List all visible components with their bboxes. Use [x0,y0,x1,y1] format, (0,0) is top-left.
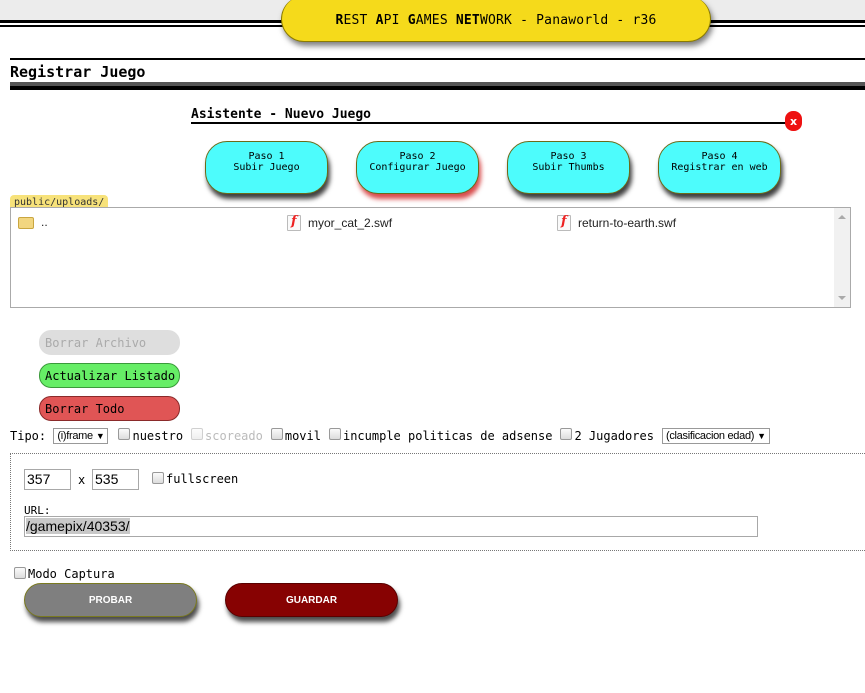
width-input[interactable]: 357 [24,469,71,490]
capture-mode-label: Modo Captura [28,567,115,581]
step-number: Paso 3 [550,151,587,162]
app-banner: REST API GAMES NETWORK - Panaworld - r36 [281,0,711,42]
options-row: Tipo: (i)frame▼ nuestro scoreado movil i… [10,427,780,445]
step-label: Registrar en web [671,162,768,173]
file-item-parent[interactable]: .. [18,215,48,229]
step-number: Paso 1 [248,151,285,162]
fullscreen-label: fullscreen [166,472,239,486]
two-players-checkbox[interactable] [560,428,573,440]
incumple-label: incumple politicas de adsense [342,429,553,443]
delete-file-button[interactable]: Borrar Archivo [39,330,180,355]
nuestro-label: nuestro [132,429,184,443]
step-number: Paso 2 [399,151,436,162]
wizard-step-2[interactable]: Paso 2 Configurar Juego [356,141,479,194]
scoreado-checkbox [191,428,204,440]
incumple-checkbox[interactable] [328,428,341,440]
wizard-step-1[interactable]: Paso 1 Subir Juego [205,141,328,194]
tipo-value: (i)frame [57,430,93,442]
movil-label: movil [284,429,321,443]
age-rating-value: (clasificacion edad) [665,430,755,442]
close-wizard-button[interactable]: x [785,111,802,131]
url-input[interactable]: /gamepix/40353/ [24,516,758,537]
scroll-up-icon[interactable] [838,215,846,219]
file-item[interactable]: myor_cat_2.swf [287,214,393,231]
tipo-label: Tipo: [10,429,47,443]
file-browser: .. myor_cat_2.swf return-to-earth.swf [10,207,851,308]
file-name: myor_cat_2.swf [308,216,393,230]
wizard-title: Asistente - Nuevo Juego [191,107,372,122]
step-label: Subir Juego [233,162,300,173]
two-players-label: 2 Jugadores [574,429,654,443]
fullscreen-option: fullscreen [152,471,239,486]
times-label: x [78,473,86,487]
step-label: Subir Thumbs [532,162,605,173]
capture-mode-checkbox[interactable] [14,566,26,579]
wizard-step-3[interactable]: Paso 3 Subir Thumbs [507,141,630,194]
scrollbar[interactable] [834,208,850,307]
dimensions-panel: 357 x 535 fullscreen URL: /gamepix/40353… [10,453,865,551]
section-divider [10,82,865,86]
file-name: .. [41,215,48,229]
step-number: Paso 4 [701,151,738,162]
current-path: public/uploads/ [10,195,109,210]
scroll-down-icon[interactable] [838,296,846,300]
dropdown-arrow-icon: ▼ [757,431,766,441]
test-button[interactable]: PROBAR [24,583,197,617]
tipo-select[interactable]: (i)frame▼ [53,428,109,444]
save-button[interactable]: GUARDAR [225,583,398,617]
scoreado-label: scoreado [205,429,263,443]
file-item[interactable]: return-to-earth.swf [557,214,677,231]
refresh-list-button[interactable]: Actualizar Listado [39,363,180,388]
fullscreen-checkbox[interactable] [152,471,164,484]
close-icon: x [789,114,798,128]
banner-title: REST API GAMES NETWORK - Panaworld - r36 [335,13,657,28]
movil-checkbox[interactable] [270,428,283,440]
file-name: return-to-earth.swf [578,216,677,230]
section-divider [10,58,865,60]
capture-mode-option: Modo Captura [14,566,115,581]
folder-icon [18,217,34,229]
page-title: Registrar Juego [10,63,146,81]
url-value: /gamepix/40353/ [26,518,130,534]
url-label: URL: [24,504,51,517]
flash-file-icon [287,214,301,231]
flash-file-icon [557,214,571,231]
step-label: Configurar Juego [369,162,466,173]
section-divider [10,86,865,90]
delete-all-button[interactable]: Borrar Todo [39,396,180,421]
wizard-divider [191,122,787,124]
age-rating-select[interactable]: (clasificacion edad)▼ [661,428,770,444]
dropdown-arrow-icon: ▼ [95,431,105,441]
wizard-step-4[interactable]: Paso 4 Registrar en web [658,141,781,194]
height-input[interactable]: 535 [92,469,139,490]
nuestro-checkbox[interactable] [118,428,131,440]
